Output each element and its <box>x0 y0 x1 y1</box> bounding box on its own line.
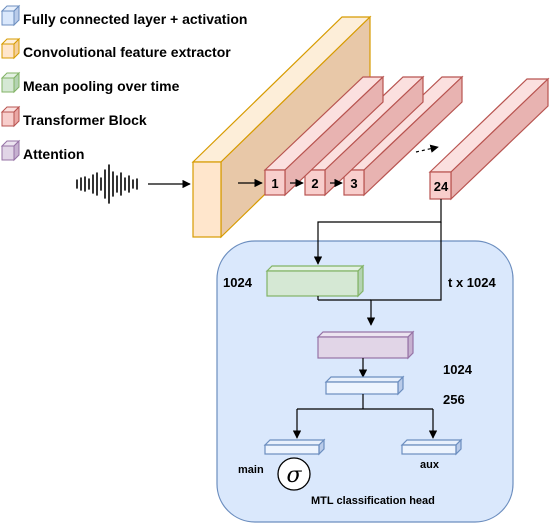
legend-label-attention: Attention <box>23 146 84 162</box>
transformer-block-24: 24 <box>428 77 550 201</box>
legend-item-pool: Mean pooling over time <box>0 71 180 94</box>
main-output-label: main <box>238 464 264 476</box>
legend-label-pool: Mean pooling over time <box>23 78 180 94</box>
legend-item-attention: Attention <box>0 139 84 162</box>
sequence-dim-label: t x 1024 <box>448 275 496 290</box>
conv-swatch-icon <box>0 37 21 60</box>
mtl-head-title: MTL classification head <box>311 495 435 507</box>
fc-layer-block <box>324 375 405 396</box>
aux-output-block <box>400 438 463 456</box>
attention-block <box>316 330 415 360</box>
legend: Fully connected layer + activation Convo… <box>0 4 247 162</box>
sequence-to-attention-arrow <box>366 222 442 326</box>
sigmoid-icon: σ <box>277 457 311 491</box>
legend-label-transformer: Transformer Block <box>23 112 147 128</box>
fc1-dim-label: 1024 <box>443 362 473 377</box>
transformer-block-2-label: 2 <box>311 176 318 191</box>
transformer-swatch-icon <box>0 105 21 128</box>
legend-label-fc: Fully connected layer + activation <box>23 11 247 27</box>
attention-swatch-icon <box>0 139 21 162</box>
transformer-block-1-label: 1 <box>271 176 278 191</box>
transformer-block-3-label: 3 <box>350 176 357 191</box>
transformer-block-24-label: 24 <box>434 179 449 194</box>
legend-item-conv: Convolutional feature extractor <box>0 37 231 60</box>
legend-item-transformer: Transformer Block <box>0 105 147 128</box>
pool-swatch-icon <box>0 71 21 94</box>
fc2-dim-label: 256 <box>443 392 465 407</box>
block24-to-pool-arrow <box>313 199 442 265</box>
pool-dim-label: 1024 <box>223 275 253 290</box>
mean-pooling-block <box>265 264 365 298</box>
legend-label-conv: Convolutional feature extractor <box>23 44 231 60</box>
waveform-icon <box>76 164 138 204</box>
transformer-block-1: 1 <box>263 75 385 197</box>
ellipsis-arrow <box>415 144 439 153</box>
sigmoid-symbol: σ <box>286 463 302 488</box>
legend-item-fc: Fully connected layer + activation <box>0 4 247 27</box>
aux-output-label: aux <box>420 459 440 471</box>
fc-swatch-icon <box>0 4 21 27</box>
main-output-block <box>263 438 326 456</box>
